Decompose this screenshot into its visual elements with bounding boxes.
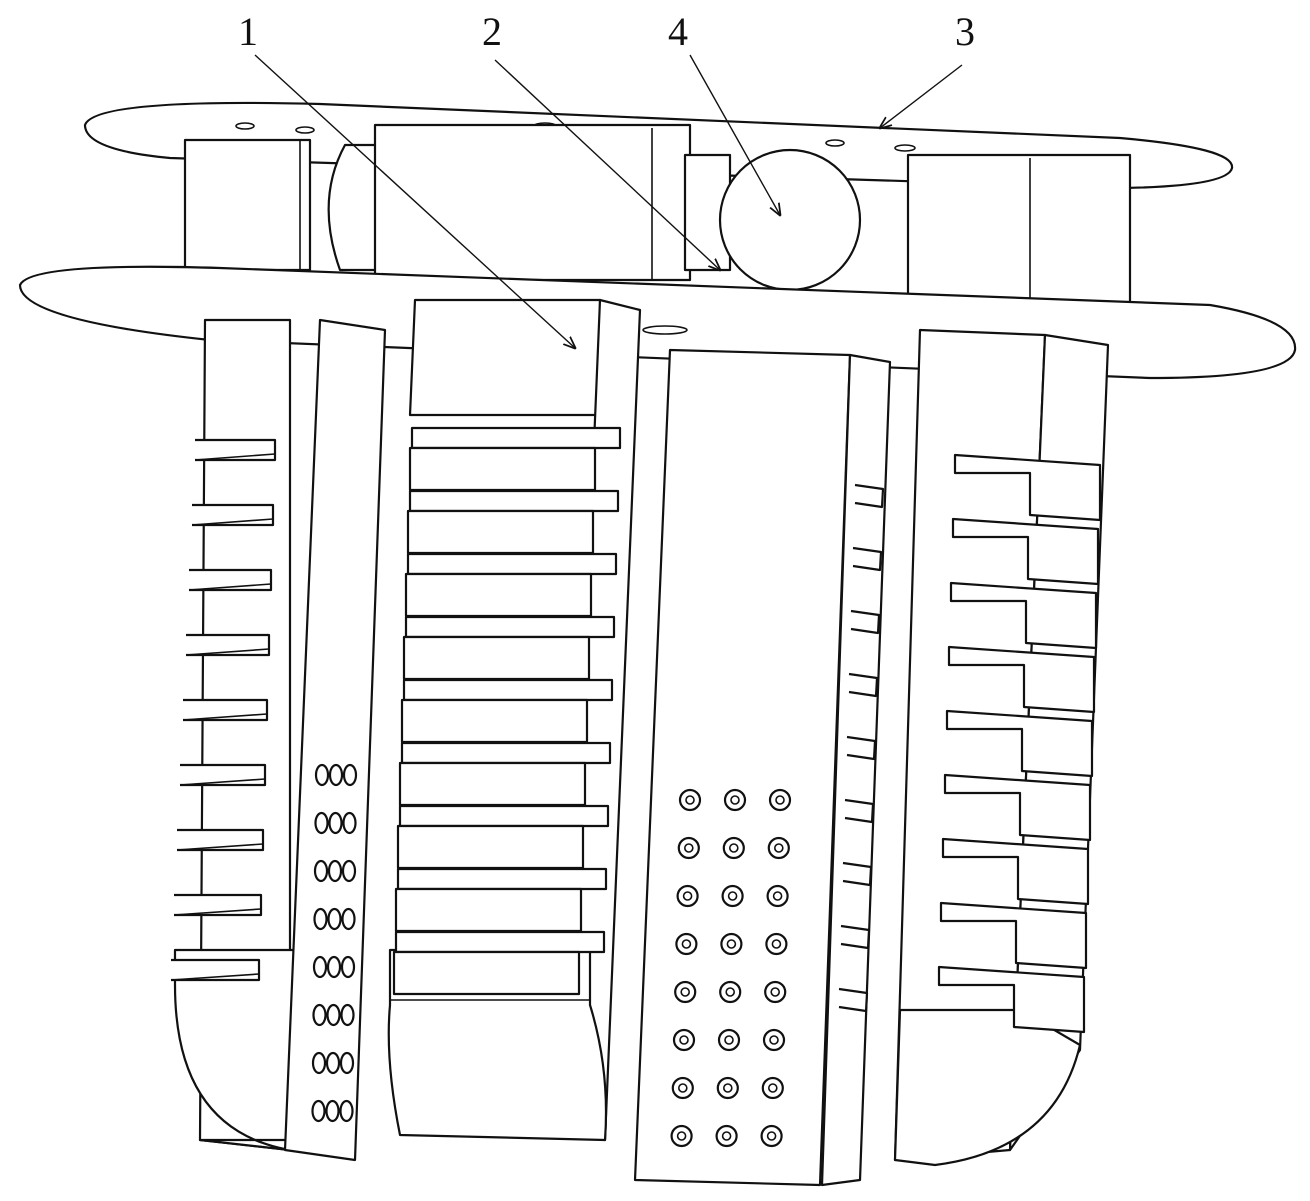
bump xyxy=(325,1099,340,1123)
bump xyxy=(314,811,329,835)
fin xyxy=(402,678,614,702)
hole xyxy=(672,1028,696,1052)
hole xyxy=(674,980,697,1004)
bump xyxy=(325,1051,341,1075)
fin xyxy=(947,645,1096,714)
bump xyxy=(311,1051,327,1075)
hole xyxy=(716,1076,739,1100)
callout-2: 2 xyxy=(482,9,502,54)
fin xyxy=(408,489,620,513)
fin-block-b xyxy=(387,298,642,1142)
bump xyxy=(328,811,343,835)
notch xyxy=(846,735,877,761)
fin-segment xyxy=(408,446,597,492)
fin xyxy=(404,615,616,639)
bump xyxy=(342,811,357,835)
hole xyxy=(675,932,698,956)
notch xyxy=(844,798,875,824)
fin-segment xyxy=(400,698,589,744)
hole xyxy=(762,1028,786,1052)
fin-segment xyxy=(402,635,591,681)
hole xyxy=(720,932,743,956)
fin xyxy=(949,581,1098,650)
bump xyxy=(314,763,330,787)
notch xyxy=(852,546,883,572)
bump xyxy=(326,955,342,979)
callout-3: 3 xyxy=(955,9,975,54)
fin-segment xyxy=(406,509,595,555)
bump xyxy=(342,763,358,787)
fin-block-c xyxy=(633,348,892,1187)
fin xyxy=(945,709,1094,778)
hole xyxy=(719,980,742,1004)
hole xyxy=(676,884,699,908)
hole xyxy=(764,980,787,1004)
fin xyxy=(396,867,608,891)
notch xyxy=(854,483,885,509)
hole xyxy=(766,884,789,908)
bump xyxy=(339,1051,355,1075)
callout-4: 4 xyxy=(668,9,688,54)
notch xyxy=(848,672,879,698)
hole xyxy=(722,836,745,860)
fin-segment xyxy=(394,887,583,933)
hole xyxy=(717,1028,741,1052)
mid-components xyxy=(183,123,1132,317)
bump xyxy=(312,955,328,979)
fin xyxy=(400,741,612,765)
fin-segment xyxy=(396,824,585,870)
hole xyxy=(671,1076,694,1100)
hole xyxy=(768,788,792,812)
hole xyxy=(723,788,747,812)
bump xyxy=(312,1003,327,1027)
hole xyxy=(765,932,788,956)
bump xyxy=(341,907,356,931)
leader-lines xyxy=(254,54,963,348)
fin xyxy=(406,552,618,576)
notch xyxy=(838,987,869,1013)
fin xyxy=(953,453,1102,522)
fin-segment xyxy=(392,950,581,996)
hole xyxy=(761,1076,784,1100)
bump xyxy=(313,859,329,883)
notch xyxy=(842,861,873,887)
callout-1: 1 xyxy=(238,9,258,54)
bump xyxy=(327,907,342,931)
bump xyxy=(339,1099,354,1123)
bump xyxy=(313,907,328,931)
hole xyxy=(760,1124,783,1148)
hole xyxy=(721,884,744,908)
fin-block-d xyxy=(893,328,1110,1167)
fin xyxy=(394,930,606,954)
hole xyxy=(767,836,790,860)
fin xyxy=(951,517,1100,586)
bump xyxy=(326,1003,341,1027)
fin-segment xyxy=(398,761,587,807)
notch xyxy=(850,609,881,635)
bump xyxy=(327,859,343,883)
bump xyxy=(340,955,356,979)
fin xyxy=(941,837,1090,906)
bump xyxy=(311,1099,326,1123)
fin xyxy=(398,804,610,828)
fin xyxy=(939,901,1088,970)
bump xyxy=(340,1003,355,1027)
hole xyxy=(677,836,700,860)
fin xyxy=(410,426,622,450)
sphere-component xyxy=(718,148,862,292)
hole xyxy=(678,788,702,812)
hole xyxy=(715,1124,738,1148)
notch xyxy=(840,924,871,950)
fin-block-a xyxy=(170,318,387,1162)
hole xyxy=(670,1124,693,1148)
fin xyxy=(943,773,1092,842)
fin xyxy=(937,965,1086,1034)
bump xyxy=(341,859,357,883)
fin-segment xyxy=(404,572,593,618)
bump xyxy=(328,763,344,787)
